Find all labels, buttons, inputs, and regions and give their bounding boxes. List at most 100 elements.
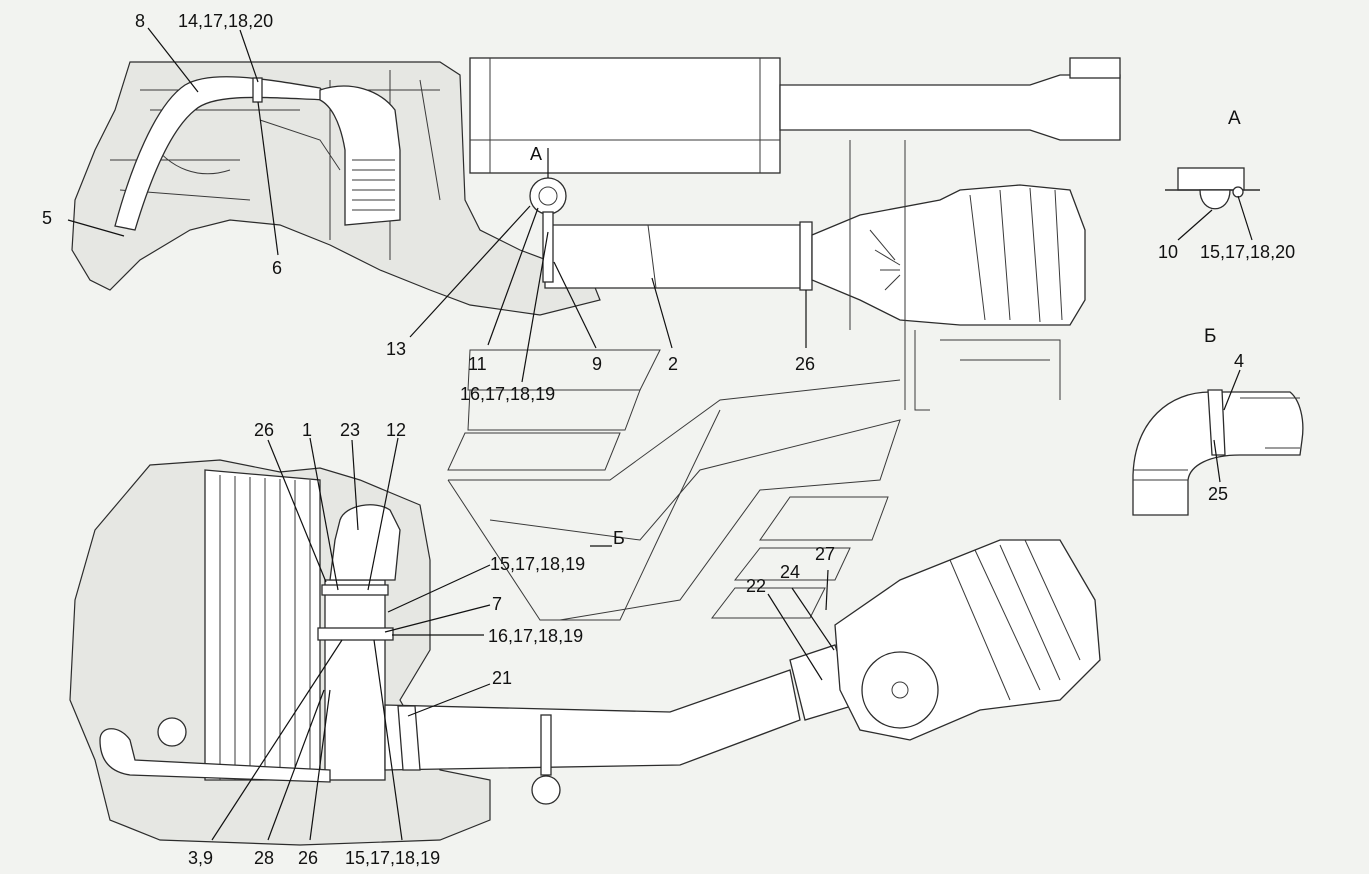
callout-26-top: 26 bbox=[795, 354, 815, 374]
pipe-2-seam bbox=[647, 224, 657, 289]
support-bottom bbox=[540, 714, 552, 776]
fan-hub-bottom bbox=[861, 651, 939, 729]
leader-28 bbox=[267, 689, 325, 841]
leader-lines bbox=[67, 27, 1253, 841]
callout-28: 28 bbox=[254, 848, 274, 868]
clamp-21 bbox=[397, 705, 421, 771]
frame-band-3 bbox=[447, 432, 621, 471]
leader-1 bbox=[309, 437, 339, 591]
callout-15-A: 15,17,18,20 bbox=[1200, 242, 1295, 262]
frame-box-3 bbox=[710, 587, 826, 619]
radiator-lines bbox=[219, 475, 311, 780]
leader-13 bbox=[409, 205, 531, 338]
engine-outline-top bbox=[71, 61, 601, 316]
top-view bbox=[71, 57, 1121, 471]
leader-14 bbox=[239, 29, 259, 83]
detail-b-collar bbox=[1207, 389, 1226, 456]
hose-8 bbox=[114, 76, 332, 231]
air-cleaner-lines bbox=[470, 58, 780, 173]
fan-hub-center bbox=[891, 681, 909, 699]
hose-28 bbox=[99, 728, 331, 783]
callout-24: 24 bbox=[780, 562, 800, 582]
frame-strip-b bbox=[489, 419, 901, 621]
callout-22: 22 bbox=[746, 576, 766, 596]
fan-fins-bottom bbox=[949, 539, 1081, 701]
clamp-26-top bbox=[799, 221, 813, 291]
callout-16-bottom: 16,17,18,19 bbox=[488, 626, 583, 646]
pipe-21 bbox=[384, 669, 801, 771]
air-cleaner-body bbox=[469, 57, 781, 174]
detail-b bbox=[1132, 389, 1304, 516]
leader-2 bbox=[651, 277, 673, 349]
detail-a-clamp bbox=[1199, 189, 1231, 210]
fan-housing-top bbox=[811, 184, 1086, 326]
detail-a bbox=[1165, 167, 1260, 210]
callout-16-top: 16,17,18,19 bbox=[460, 384, 555, 404]
frame-right-top bbox=[849, 140, 1061, 411]
clamp-14 bbox=[252, 77, 263, 103]
callout-7: 7 bbox=[492, 594, 502, 614]
callout-21: 21 bbox=[492, 668, 512, 688]
callout-25: 25 bbox=[1208, 484, 1228, 504]
pipe-1 bbox=[324, 579, 386, 781]
callout-39: 3,9 bbox=[188, 848, 213, 868]
leader-22 bbox=[767, 593, 823, 681]
leader-39 bbox=[211, 639, 343, 841]
callout-B: Б bbox=[613, 528, 625, 548]
leader-26a bbox=[267, 439, 327, 583]
fan-fins-top bbox=[869, 187, 1063, 323]
callout-8: 8 bbox=[135, 11, 145, 31]
leader-21 bbox=[407, 683, 491, 717]
callout-27: 27 bbox=[815, 544, 835, 564]
leader-15-A bbox=[1237, 195, 1253, 241]
callout-26a: 26 bbox=[254, 420, 274, 440]
callout-labels: 8 14,17,18,20 5 6 А 13 11 16,17,18,19 9 … bbox=[42, 11, 1295, 868]
bottom-view bbox=[69, 379, 1101, 846]
detail-b-title: Б bbox=[1204, 326, 1216, 347]
clamp-7 bbox=[317, 627, 394, 641]
callout-9: 9 bbox=[592, 354, 602, 374]
leader-23 bbox=[351, 439, 359, 531]
callout-15b: 15,17,18,19 bbox=[345, 848, 440, 868]
frame-band-2 bbox=[467, 389, 641, 431]
leader-4 bbox=[1223, 369, 1241, 411]
callout-4: 4 bbox=[1234, 351, 1244, 371]
leader-11 bbox=[487, 207, 539, 346]
detail-b-lines bbox=[1133, 397, 1300, 481]
callout-26b: 26 bbox=[298, 848, 318, 868]
bracket-a-inner bbox=[538, 186, 558, 206]
bracket-a-top bbox=[529, 177, 567, 215]
leader-15b bbox=[373, 639, 403, 841]
leader-25 bbox=[1213, 439, 1221, 483]
leader-24 bbox=[791, 587, 835, 651]
callout-14: 14,17,18,20 bbox=[178, 11, 273, 31]
leader-16-top bbox=[521, 231, 549, 383]
radiator-core bbox=[204, 469, 321, 781]
leader-8 bbox=[147, 27, 199, 93]
detail-a-plate bbox=[1177, 167, 1245, 191]
callout-13: 13 bbox=[386, 339, 406, 359]
pipe-2 bbox=[544, 224, 809, 289]
frame-box-1 bbox=[759, 496, 889, 541]
callout-5: 5 bbox=[42, 208, 52, 228]
leader-26b bbox=[309, 689, 331, 841]
leader-9 bbox=[553, 261, 597, 349]
leader-15a bbox=[387, 564, 491, 613]
outlet-duct-right bbox=[779, 74, 1121, 141]
fitting-bottom-left bbox=[157, 717, 187, 747]
callout-2: 2 bbox=[668, 354, 678, 374]
leader-12 bbox=[367, 437, 399, 591]
leader-6 bbox=[257, 101, 279, 256]
elbow-23 bbox=[329, 504, 401, 581]
leader-7 bbox=[384, 604, 491, 633]
flex-hose-top bbox=[352, 159, 395, 211]
detail-a-bolt bbox=[1232, 186, 1244, 198]
detail-a-title: А bbox=[1228, 108, 1241, 129]
callout-1: 1 bbox=[302, 420, 312, 440]
support-rod-top bbox=[542, 211, 554, 283]
callout-11: 11 bbox=[468, 354, 487, 374]
leader-27 bbox=[825, 569, 829, 611]
callout-A: А bbox=[530, 144, 542, 164]
clamp-upper bbox=[321, 584, 389, 596]
leader-5 bbox=[67, 219, 125, 237]
